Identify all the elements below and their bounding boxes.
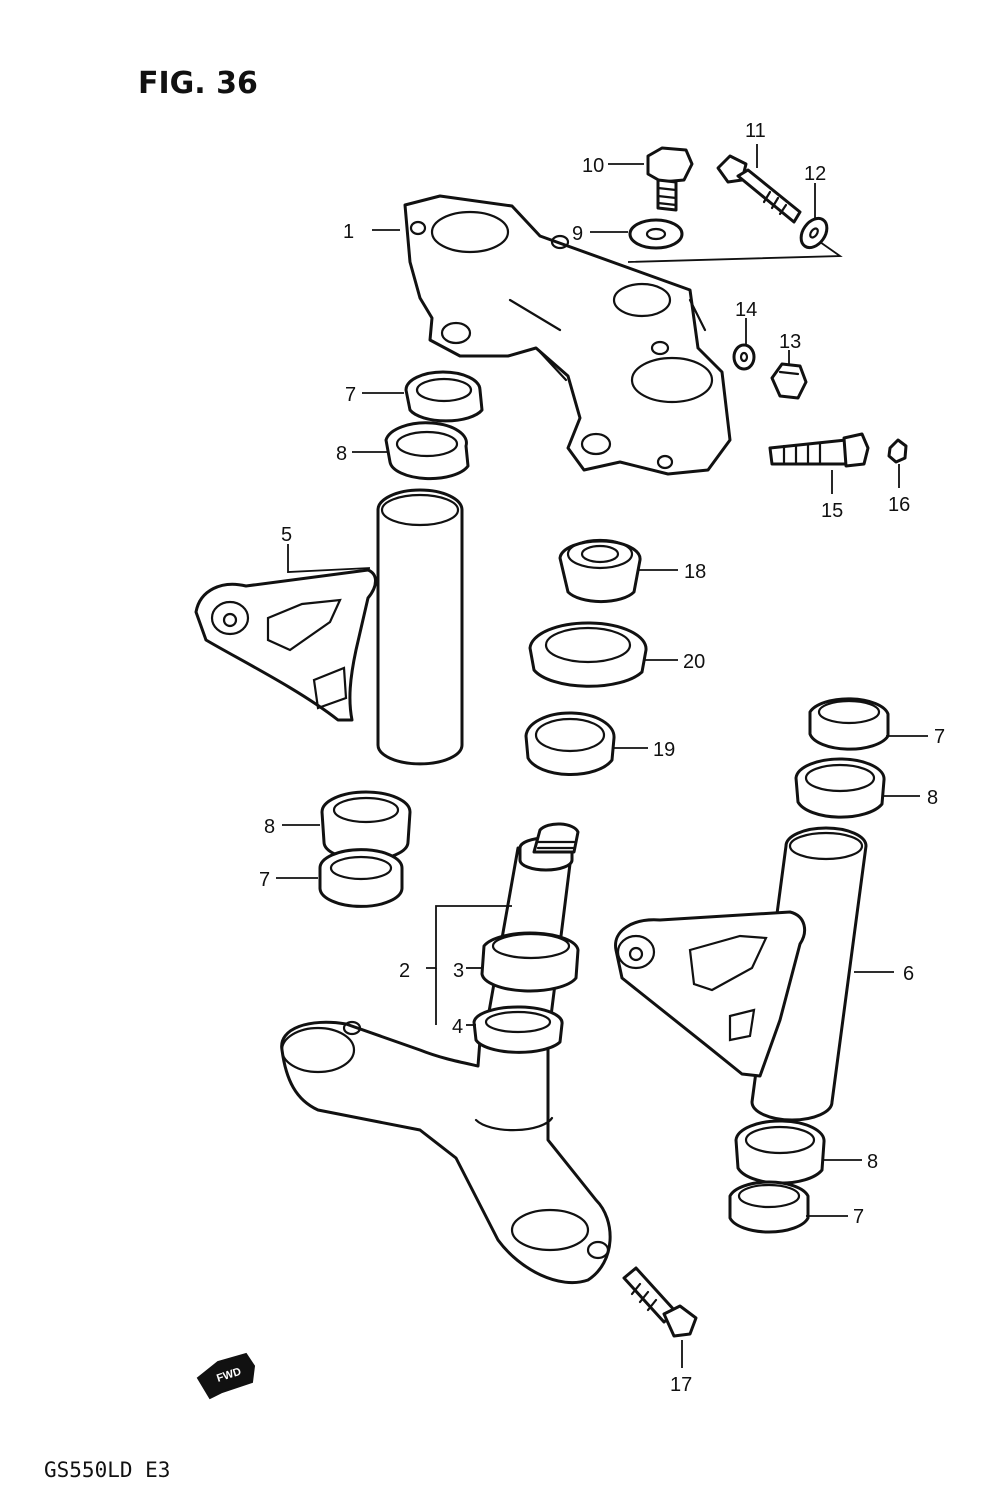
callout-15: 15: [821, 500, 843, 522]
figure-title: FIG. 36: [138, 66, 258, 101]
bearing-part-19: [524, 711, 616, 777]
bearing-part-8-lower-right: [734, 1119, 826, 1185]
callout-20: 20: [683, 651, 705, 673]
callout-7-lower-left: 7: [259, 869, 270, 891]
callout-8-lower-right: 8: [867, 1151, 878, 1173]
dust-seal-part-7-lower-right: [728, 1180, 810, 1234]
callout-6: 6: [903, 963, 914, 985]
bolt-part-15: [768, 432, 870, 468]
callout-13: 13: [779, 331, 801, 353]
callout-8-lower-left: 8: [264, 816, 275, 838]
callout-7-upper-right: 7: [934, 726, 945, 748]
callout-19: 19: [653, 739, 675, 761]
washer-part-14: [732, 343, 756, 371]
callout-numbers: 1 2 3 4 5 6 7 7 7 7 8 8 8 8 9 10 11 12 1…: [259, 120, 945, 1396]
callout-14: 14: [735, 299, 757, 321]
bearing-part-8-upper-left: [384, 421, 470, 481]
seal-part-4: [472, 1005, 564, 1054]
nut-part-16: [887, 438, 908, 464]
callout-8-upper-left: 8: [336, 443, 347, 465]
callout-9: 9: [572, 223, 583, 245]
callout-12: 12: [804, 163, 826, 185]
dust-seal-part-7-lower-left: [318, 848, 404, 908]
callout-3: 3: [453, 960, 464, 982]
dust-seal-part-7-upper-right: [808, 697, 890, 751]
upper-bracket-part-1: [403, 194, 732, 476]
callout-18: 18: [684, 561, 706, 583]
washer-part-9: [628, 218, 684, 250]
bearing-part-8-upper-right: [794, 757, 886, 819]
callout-16: 16: [888, 494, 910, 516]
dust-seal-part-7-upper-left: [404, 370, 484, 423]
callout-7-upper-left: 7: [345, 384, 356, 406]
fork-tube-part-6: [614, 826, 868, 1122]
callout-5: 5: [281, 524, 292, 546]
front-direction-arrow-icon: FWD: [196, 1352, 256, 1400]
bearing-part-3: [480, 931, 580, 993]
fork-tube-part-5: [194, 488, 464, 766]
steering-nut-part-18: [558, 538, 642, 604]
washer-part-12: [799, 216, 829, 250]
bolt-part-17: [622, 1266, 698, 1338]
callout-11: 11: [745, 120, 766, 142]
bolt-part-10: [646, 146, 694, 212]
callout-17: 17: [670, 1374, 692, 1396]
callout-10: 10: [582, 155, 604, 177]
callout-4: 4: [452, 1016, 463, 1038]
callout-2: 2: [399, 960, 410, 982]
bolt-part-11: [716, 154, 802, 224]
model-code: GS550LD E3: [44, 1458, 171, 1482]
callout-1: 1: [343, 221, 354, 243]
seal-part-20: [528, 621, 648, 688]
assembly-line-10-12: [627, 241, 843, 263]
cap-nut-part-13: [770, 362, 808, 400]
callout-8-upper-right: 8: [927, 787, 938, 809]
leader-lines: [276, 144, 928, 1368]
callout-7-lower-right: 7: [853, 1206, 864, 1228]
